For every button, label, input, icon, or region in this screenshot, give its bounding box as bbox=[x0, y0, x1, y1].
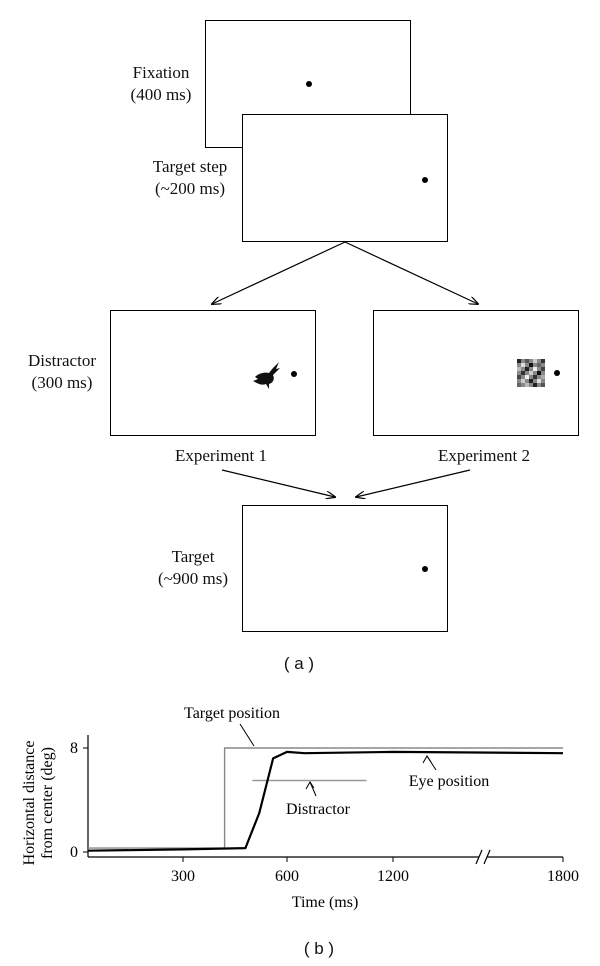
arrow-to-experiment-2 bbox=[344, 241, 478, 304]
distractor-annotation: Distractor bbox=[286, 801, 351, 818]
y-tick-label-0: 0 bbox=[70, 844, 78, 861]
target-label: Target (~900 ms) bbox=[148, 546, 238, 590]
eye-position-annotation: Eye position bbox=[409, 773, 489, 790]
checkerboard-distractor-image bbox=[517, 359, 545, 387]
eye-series-line bbox=[87, 750, 564, 852]
target-position-annotation: Target position bbox=[184, 705, 280, 722]
x-axis-label: Time (ms) bbox=[292, 894, 359, 911]
target-dot bbox=[422, 566, 428, 572]
experiment-2-label: Experiment 2 bbox=[437, 446, 531, 465]
distractor-label-line1: Distractor bbox=[28, 351, 96, 370]
distractor-pointer-head bbox=[305, 781, 315, 790]
panel-a-caption: ( a ) bbox=[283, 654, 315, 673]
distractor-target-dot-1 bbox=[291, 371, 297, 377]
distractor-screen-experiment-1 bbox=[110, 310, 316, 436]
x-tick-label-1800: 1800 bbox=[547, 868, 579, 885]
target-step-dot bbox=[422, 177, 428, 183]
distractor-target-dot-2 bbox=[554, 370, 560, 376]
target-screen bbox=[242, 505, 448, 632]
target-label-line1: Target bbox=[171, 547, 215, 566]
experiment-1-label: Experiment 1 bbox=[174, 446, 268, 465]
eye-position-pointer-head bbox=[422, 755, 432, 764]
distractor-label: Distractor (300 ms) bbox=[16, 350, 108, 394]
target-series-line bbox=[88, 747, 563, 849]
flow-arrows bbox=[0, 241, 600, 520]
distractor-screen-experiment-2 bbox=[373, 310, 579, 436]
target-step-label-line2: (~200 ms) bbox=[154, 179, 226, 198]
fixation-label: Fixation (400 ms) bbox=[118, 62, 204, 106]
x-tick-label-600: 600 bbox=[275, 868, 299, 885]
fixation-dot bbox=[306, 81, 312, 87]
target-step-screen bbox=[242, 114, 448, 242]
target-step-label-line1: Target step bbox=[152, 157, 228, 176]
fixation-label-line1: Fixation bbox=[132, 63, 190, 82]
axis-break-mark bbox=[475, 849, 491, 865]
panel-b-caption: ( b ) bbox=[303, 939, 335, 958]
eye-position-chart: 0 8 300 600 1200 1800 Horizontal distance fr… bbox=[21, 705, 579, 911]
y-tick-label-8: 8 bbox=[70, 740, 78, 757]
bird-distractor-image bbox=[253, 362, 280, 389]
y-axis-label-line2: from center (deg) bbox=[39, 747, 56, 859]
arrow-to-experiment-1 bbox=[212, 241, 346, 304]
distractor-label-line2: (300 ms) bbox=[31, 373, 93, 392]
y-axis-label-line1: Horizontal distance bbox=[21, 741, 38, 866]
x-tick-label-300: 300 bbox=[171, 868, 195, 885]
target-label-line2: (~900 ms) bbox=[157, 569, 229, 588]
target-position-pointer bbox=[239, 723, 255, 747]
target-step-label: Target step (~200 ms) bbox=[140, 156, 240, 200]
arrow-from-experiment-2 bbox=[356, 469, 471, 497]
fixation-label-line2: (400 ms) bbox=[130, 85, 192, 104]
arrow-from-experiment-1 bbox=[221, 469, 335, 497]
x-tick-label-1200: 1200 bbox=[377, 868, 409, 885]
